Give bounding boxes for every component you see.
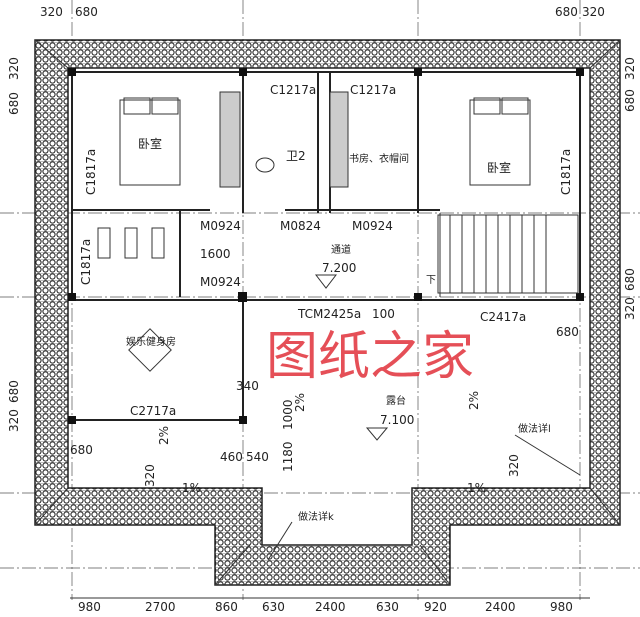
dim-top-right-1: 680 xyxy=(555,5,578,19)
toilet xyxy=(255,157,275,173)
dim-bottom-5: 2400 xyxy=(315,600,346,614)
staircase xyxy=(437,214,579,294)
opening-labels: C1217a C1217a C1817a C1817a C1817a M0924… xyxy=(79,83,573,418)
dim-left-upper-1: 320 xyxy=(7,57,21,80)
label-corridor: 通道 xyxy=(331,243,351,256)
window-bed-right: C1817a xyxy=(559,149,573,195)
label-study: 书房、衣帽间 xyxy=(349,152,409,165)
door-bath: M0824 xyxy=(280,219,321,233)
window-bed-left: C1817a xyxy=(84,149,98,195)
walls xyxy=(68,68,584,424)
slope-2: 2% xyxy=(467,391,481,410)
dim-bottom-8: 2400 xyxy=(485,600,516,614)
dim-460: 460 xyxy=(220,450,243,464)
window-stair: C2417a xyxy=(480,310,526,324)
dim-bottom-3: 860 xyxy=(215,600,238,614)
furniture xyxy=(97,91,579,372)
dim-bottom-7: 920 xyxy=(424,600,447,614)
level-marker-icon xyxy=(314,274,338,289)
label-bathroom: 卫2 xyxy=(286,149,306,163)
dim-bottom-4: 630 xyxy=(262,600,285,614)
dim-right-top-1: 320 xyxy=(623,57,637,80)
roof-hip-lines xyxy=(34,39,621,586)
door-study: M0924 xyxy=(352,219,393,233)
label-bedroom-right: 卧室 xyxy=(487,160,511,175)
offset-100: 100 xyxy=(372,307,395,321)
dim-bottom-6: 630 xyxy=(376,600,399,614)
dim-320-right: 320 xyxy=(507,454,521,477)
window-bath: C1217a xyxy=(270,83,316,97)
slope-5: 1% xyxy=(467,481,486,495)
dim-right-top-2: 680 xyxy=(623,89,637,112)
window-gym-side: C1817a xyxy=(79,239,93,285)
level-marker-icon xyxy=(365,427,389,441)
dim-right-mid-2: 680 xyxy=(623,268,637,291)
game-table xyxy=(128,328,172,372)
dim-top-left-1: 320 xyxy=(40,5,63,19)
dimensions: 320 680 680 320 320 680 320 680 320 680 … xyxy=(7,5,637,614)
dim-top-left-2: 680 xyxy=(75,5,98,19)
watermark: 图纸之家 xyxy=(266,327,474,387)
label-terrace-level: 7.100 xyxy=(380,413,414,427)
room-labels: 卧室 卧室 卫2 书房、衣帽间 通道 7.200 下 娱乐健身房 露台 7.10… xyxy=(126,136,511,441)
dim-top-right-2: 320 xyxy=(582,5,605,19)
window-study: C1217a xyxy=(350,83,396,97)
label-gym: 娱乐健身房 xyxy=(126,335,176,348)
label-terrace: 露台 xyxy=(386,394,406,407)
door-terrace: TCM2425a xyxy=(297,307,361,321)
slope-3: 2% xyxy=(157,426,171,445)
label-corridor-level: 7.200 xyxy=(322,261,356,275)
slopes: 2% 2% 2% 1% 1% 做法详k 做法详l xyxy=(157,391,581,561)
door-bed-left: M0924 xyxy=(200,219,241,233)
label-bedroom-left: 卧室 xyxy=(138,136,162,151)
dim-320-left: 320 xyxy=(143,464,157,487)
door-gym: M0924 xyxy=(200,275,241,289)
note-detail-k: 做法详k xyxy=(298,510,334,523)
dim-left-upper-2: 680 xyxy=(7,92,21,115)
dim-left-lower-1: 320 xyxy=(7,409,21,432)
dim-540: 540 xyxy=(246,450,269,464)
slope-1: 2% xyxy=(293,393,307,412)
dim-corridor-1600: 1600 xyxy=(200,247,231,261)
dim-1000: 1000 xyxy=(281,399,295,430)
slope-4: 1% xyxy=(182,481,201,495)
note-detail-l: 做法详l xyxy=(518,422,551,435)
dim-left-lower-2: 680 xyxy=(7,380,21,403)
dim-680-left: 680 xyxy=(70,443,93,457)
window-gym: C2717a xyxy=(130,404,176,418)
dim-1180: 1180 xyxy=(281,441,295,472)
dim-680-right: 680 xyxy=(556,325,579,339)
dim-right-mid-1: 320 xyxy=(623,297,637,320)
label-stair-down: 下 xyxy=(426,275,436,286)
dim-340: 340 xyxy=(236,379,259,393)
dim-bottom-1: 980 xyxy=(78,600,101,614)
dim-bottom-2: 2700 xyxy=(145,600,176,614)
dim-bottom-9: 980 xyxy=(550,600,573,614)
